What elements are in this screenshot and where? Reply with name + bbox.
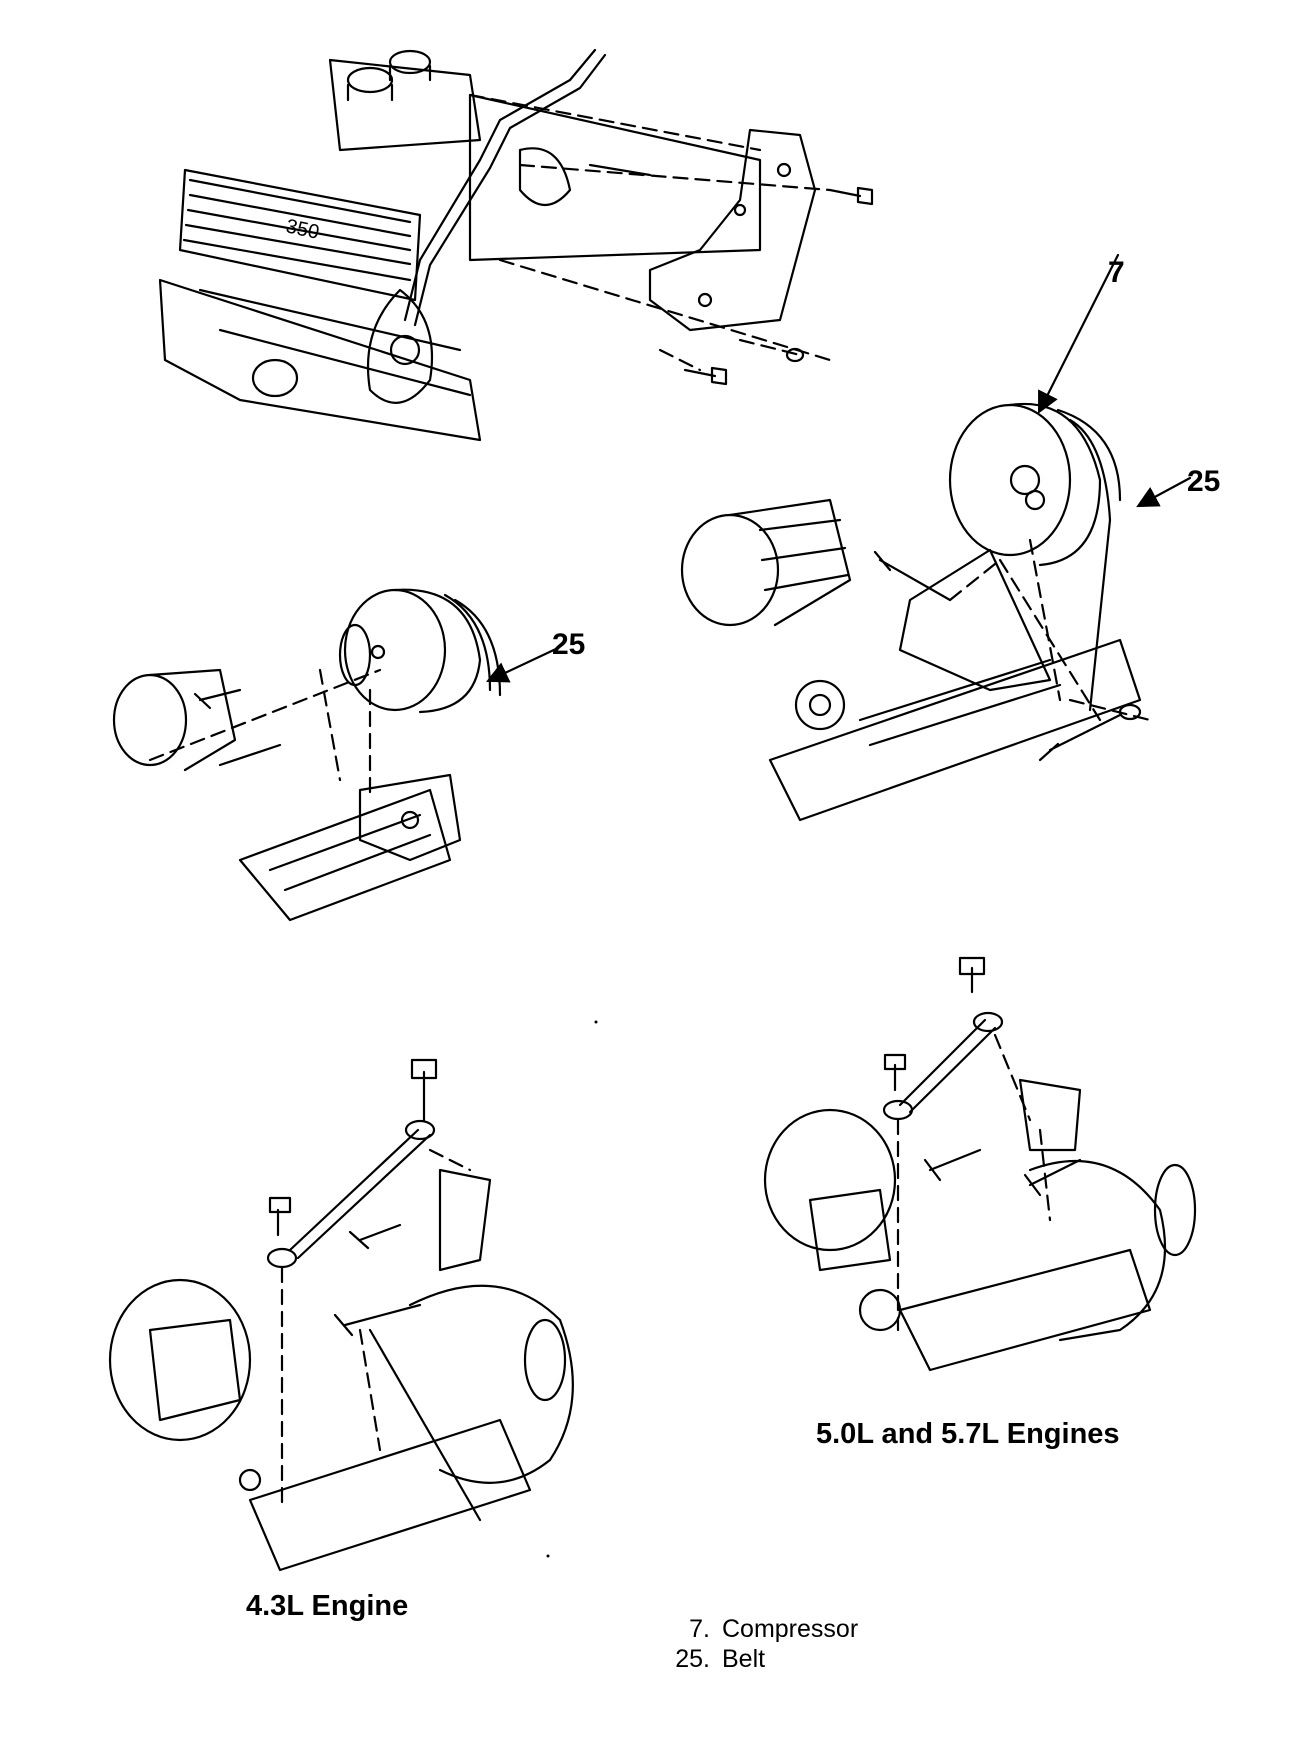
compressor-arrow [1038,253,1120,414]
belt-arrow-left [486,646,560,683]
compressor-small-engine-illustration [112,588,502,922]
legend-number: 25. [675,1645,710,1673]
legend-label: Belt [722,1645,766,1673]
caption-large-engines: 5.0L and 5.7L Engines [816,1418,1120,1450]
legend-item-belt: 25. Belt [660,1644,858,1674]
legend: 7. Compressor 25. Belt [660,1614,858,1674]
callout-belt-number-right: 25 [1187,465,1221,498]
legend-number: 7. [689,1615,710,1643]
belt-arrow-right [1136,476,1192,508]
compressor-large-engine-illustration [680,402,1152,822]
callout-compressor-number: 7 [1108,256,1125,289]
legend-label: Compressor [722,1615,859,1643]
bracket-small-engine-illustration [108,1058,574,1572]
callout-belt-number-left: 25 [552,628,586,661]
bracket-large-engine-illustration [763,956,1197,1372]
mount-bracket [648,128,817,332]
engine-bracket-illustration: 350 [158,48,874,442]
caption-small-engine: 4.3L Engine [246,1590,409,1622]
legend-item-compressor: 7. Compressor [660,1614,858,1644]
engine-lettering: 350 [284,215,321,243]
